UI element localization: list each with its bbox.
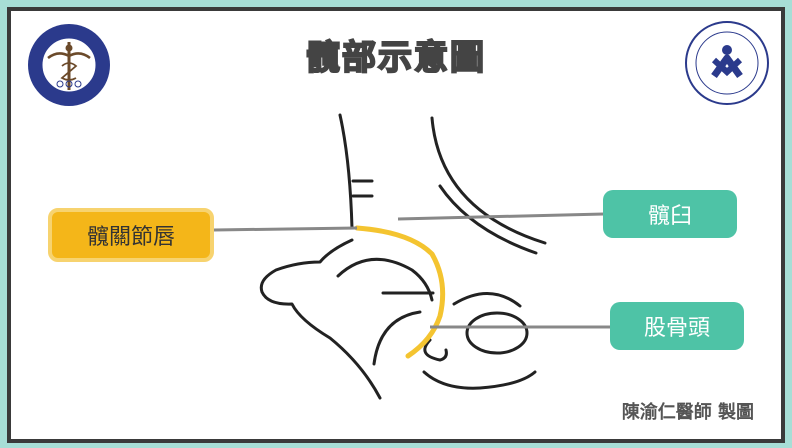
labrum-line [354,225,446,359]
diagram-title: 髖部示意圖 [305,37,486,79]
acetabulum-leader [397,212,605,221]
lower-hook [423,338,448,362]
labrum-leader [213,226,358,232]
acetabulum-rim-inner [438,184,538,255]
acetabulum-rim-outer [430,116,547,245]
femoral-head-circle [465,311,529,355]
labrum-label: 髖關節唇 [48,208,214,262]
femur-outline [259,238,382,400]
rehab-academy-logo [685,21,769,105]
pelvis-outer-line [338,113,354,230]
credit-text: 陳渝仁醫師 製圖 [621,402,754,423]
acetabulum-label: 髖臼 [603,190,737,238]
femoral-head-top [336,257,434,302]
femoral-neck-curve [372,310,422,366]
lower-curve [422,370,537,390]
sports-medicine-logo [28,24,110,106]
trochanter-curve [452,292,522,308]
femoral-head-label: 股骨頭 [610,302,744,350]
